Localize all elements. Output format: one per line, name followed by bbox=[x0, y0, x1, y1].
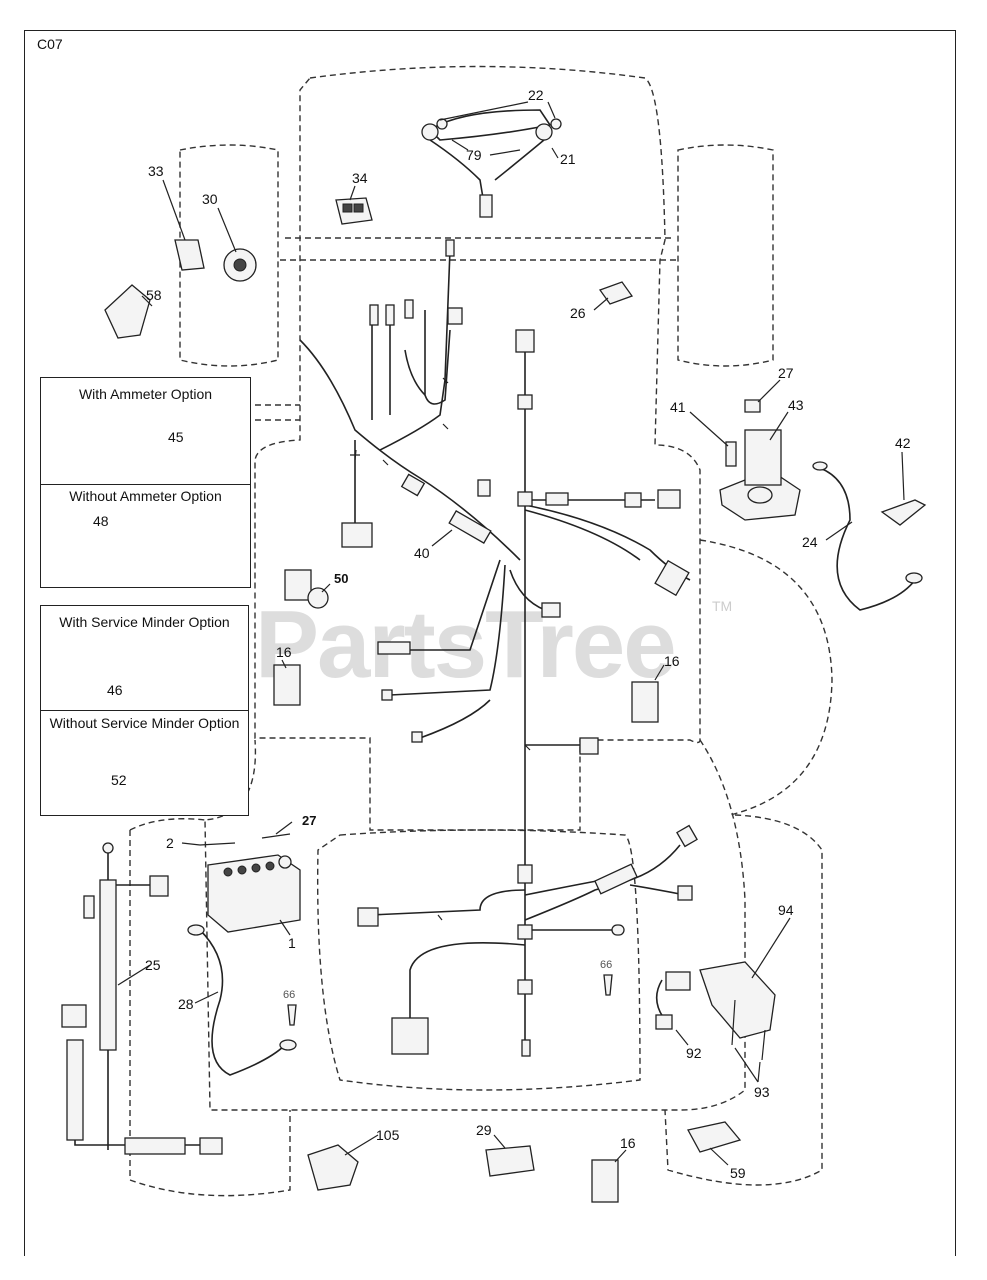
bolt bbox=[287, 1004, 297, 1026]
leader-lines bbox=[115, 101, 905, 1166]
callout-46: 46 bbox=[107, 682, 123, 698]
watermark: PartsTree bbox=[255, 591, 677, 698]
harness-connectors bbox=[341, 239, 698, 1057]
callout-2: 2 bbox=[166, 835, 174, 851]
headlight-assembly bbox=[421, 109, 562, 218]
callout-48: 48 bbox=[93, 513, 109, 529]
callout-43: 43 bbox=[788, 397, 804, 413]
service-minder-option-box: With Service Minder Option 46 Without Se… bbox=[40, 605, 249, 816]
callout-92: 92 bbox=[686, 1045, 702, 1061]
callout-41: 41 bbox=[670, 399, 686, 415]
callout-27-battery: 27 bbox=[302, 813, 316, 828]
callout-59: 59 bbox=[730, 1165, 746, 1181]
left-switch-parts bbox=[273, 569, 329, 706]
callout-40: 40 bbox=[414, 545, 430, 561]
switch-105 bbox=[307, 1144, 359, 1191]
callout-66-right: 66 bbox=[600, 959, 612, 971]
callout-26: 26 bbox=[570, 305, 586, 321]
battery-cable-positive bbox=[812, 461, 927, 611]
switch-29 bbox=[485, 1145, 535, 1177]
diagram-code: C07 bbox=[37, 36, 63, 52]
callout-16-bottom: 16 bbox=[620, 1135, 636, 1151]
option-divider bbox=[41, 484, 250, 485]
drawing-frame bbox=[24, 30, 956, 1256]
callout-105: 105 bbox=[376, 1127, 400, 1143]
callout-58: 58 bbox=[146, 287, 162, 303]
callout-42: 42 bbox=[895, 435, 911, 451]
callout-33: 33 bbox=[148, 163, 164, 179]
tractor-outline bbox=[129, 65, 833, 1197]
with-ammeter-title: With Ammeter Option bbox=[78, 386, 213, 402]
battery-cable-negative bbox=[199, 929, 286, 1076]
control-module bbox=[655, 961, 776, 1061]
callout-66-left: 66 bbox=[283, 989, 295, 1001]
module-59 bbox=[687, 1121, 742, 1153]
with-service-minder-title: With Service Minder Option bbox=[59, 614, 230, 630]
cable-terminal bbox=[187, 924, 205, 936]
seat-switch-right bbox=[631, 681, 659, 723]
without-ammeter-title: Without Ammeter Option bbox=[69, 488, 222, 504]
callout-79: 79 bbox=[466, 147, 482, 163]
callout-16-right: 16 bbox=[664, 653, 680, 669]
battery bbox=[199, 833, 301, 933]
callout-29: 29 bbox=[476, 1122, 492, 1138]
callout-34: 34 bbox=[352, 170, 368, 186]
callout-52: 52 bbox=[111, 772, 127, 788]
without-service-minder-title: Without Service Minder Option bbox=[49, 715, 240, 731]
callout-16-left: 16 bbox=[276, 644, 292, 660]
rocker-switch bbox=[335, 197, 373, 225]
callouts: 22 21 79 34 33 30 58 26 27 41 43 42 24 4… bbox=[145, 87, 911, 1181]
callout-45: 45 bbox=[168, 429, 184, 445]
callout-24: 24 bbox=[802, 534, 818, 550]
callout-21: 21 bbox=[560, 151, 576, 167]
starter-solenoid bbox=[719, 399, 801, 521]
watermark-trademark: TM bbox=[712, 598, 733, 614]
callout-93: 93 bbox=[754, 1084, 770, 1100]
side-harness bbox=[61, 842, 223, 1155]
bolt bbox=[603, 974, 613, 996]
callout-50: 50 bbox=[334, 571, 348, 586]
ammeter-option-box: With Ammeter Option 45 Without Ammeter O… bbox=[40, 377, 251, 588]
option-divider bbox=[41, 710, 248, 711]
callout-1: 1 bbox=[288, 935, 296, 951]
callout-94: 94 bbox=[778, 902, 794, 918]
callout-30: 30 bbox=[202, 191, 218, 207]
callout-27: 27 bbox=[778, 365, 794, 381]
callout-25: 25 bbox=[145, 957, 161, 973]
callout-22: 22 bbox=[528, 87, 544, 103]
switch-16-bottom bbox=[591, 1159, 619, 1203]
callout-28: 28 bbox=[178, 996, 194, 1012]
ignition-parts bbox=[104, 239, 257, 339]
cable-terminal bbox=[279, 1039, 297, 1051]
